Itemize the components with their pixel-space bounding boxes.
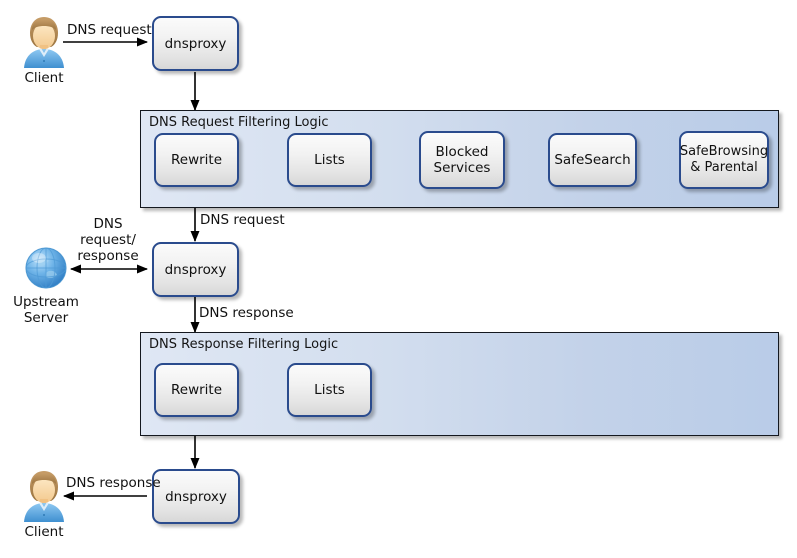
node-req-safesearch[interactable]: SafeSearch — [548, 133, 637, 187]
node-dnsproxy-middle-label: dnsproxy — [164, 261, 227, 278]
node-resp-rewrite-label: Rewrite — [170, 382, 223, 398]
caption-client-top: Client — [24, 70, 64, 86]
node-req-blocked-services[interactable]: Blocked Services — [419, 131, 505, 189]
avatar-client-bottom — [20, 468, 68, 524]
avatar-client-top — [20, 14, 68, 70]
user-icon — [24, 17, 64, 68]
node-dnsproxy-top-label: dnsproxy — [164, 35, 227, 52]
label-proxy-to-response-filtering: DNS response — [199, 305, 294, 321]
group-request-filtering-title: DNS Request Filtering Logic — [149, 115, 329, 130]
node-dnsproxy-bottom-label: dnsproxy — [165, 488, 227, 505]
user-icon — [24, 471, 64, 522]
node-req-rewrite-label: Rewrite — [170, 152, 223, 168]
label-proxy-to-request-filtering: DNS request — [200, 212, 285, 228]
node-resp-rewrite[interactable]: Rewrite — [154, 363, 239, 417]
label-client-to-proxy: DNS request — [67, 22, 152, 38]
node-req-safebrowsing[interactable]: SafeBrowsing & Parental — [679, 131, 769, 189]
node-req-safebrowsing-label: SafeBrowsing & Parental — [679, 144, 769, 175]
caption-upstream-server: Upstream Server — [13, 294, 79, 326]
node-resp-lists-label: Lists — [314, 382, 345, 398]
node-req-safesearch-label: SafeSearch — [554, 152, 631, 168]
node-dnsproxy-bottom[interactable]: dnsproxy — [152, 469, 240, 524]
globe-icon — [25, 247, 67, 289]
label-upstream-exchange: DNS request/ response — [77, 216, 139, 264]
node-req-lists[interactable]: Lists — [287, 133, 372, 187]
node-resp-lists[interactable]: Lists — [287, 363, 372, 417]
node-req-lists-label: Lists — [314, 152, 345, 168]
node-dnsproxy-middle[interactable]: dnsproxy — [152, 242, 239, 297]
group-response-filtering-title: DNS Response Filtering Logic — [149, 337, 339, 352]
label-proxy-to-client: DNS response — [66, 475, 161, 491]
avatar-upstream-server — [22, 243, 70, 293]
group-response-filtering: DNS Response Filtering Logic — [140, 332, 779, 436]
node-dnsproxy-top[interactable]: dnsproxy — [152, 16, 239, 71]
node-req-blocked-services-label: Blocked Services — [433, 144, 491, 176]
caption-client-bottom: Client — [24, 524, 64, 540]
node-req-rewrite[interactable]: Rewrite — [154, 133, 239, 187]
